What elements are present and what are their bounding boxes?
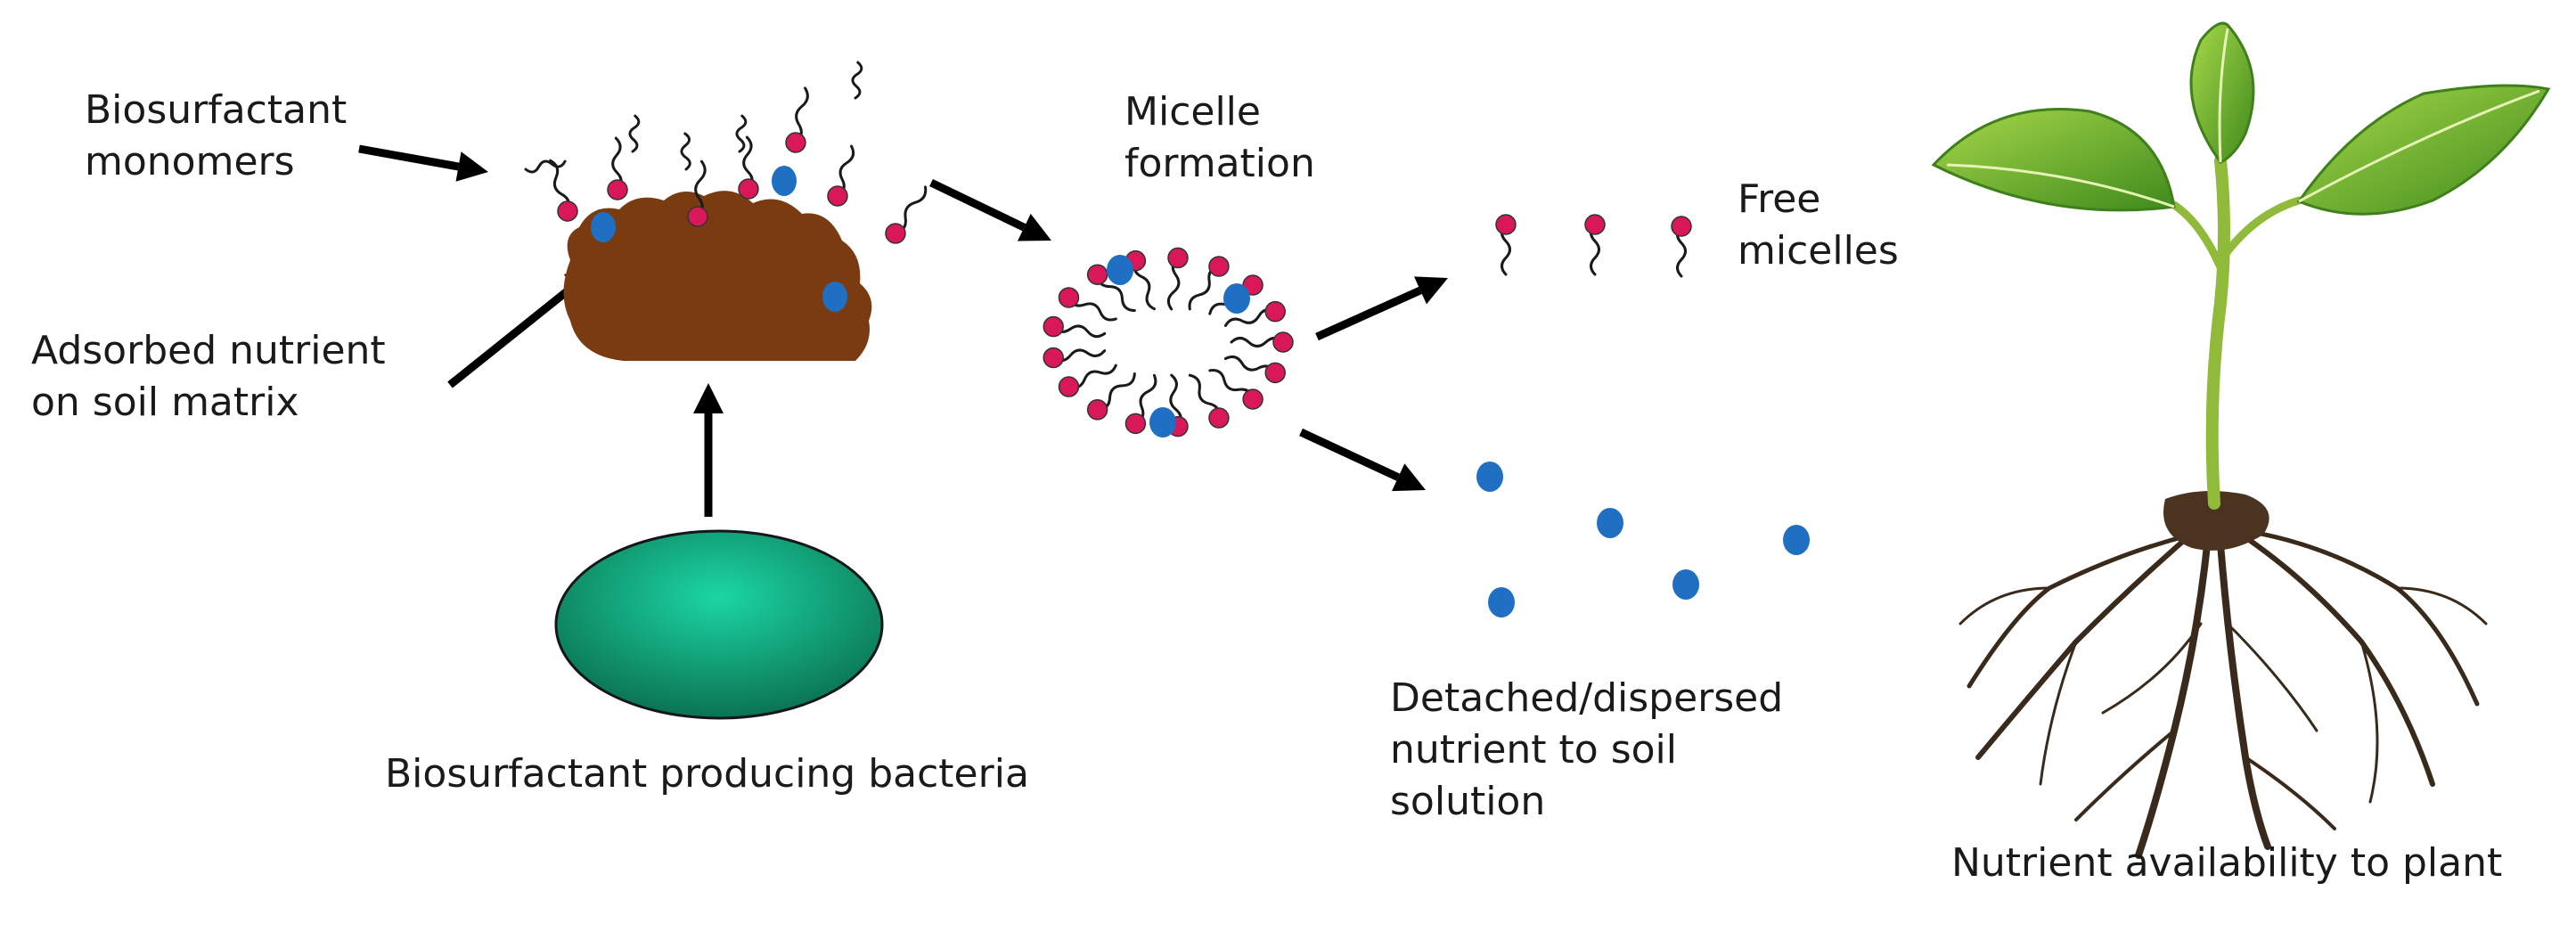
label-nutrient-availability: Nutrient availability to plant [1951, 840, 2503, 886]
root-strand [2359, 640, 2379, 804]
monomer-head [1264, 362, 1286, 384]
plant-illustration [1931, 21, 2551, 859]
leaf-vein [1946, 163, 2175, 208]
leaf-vein [2218, 28, 2229, 163]
monomer-head [1584, 214, 1606, 235]
root-strand [2395, 586, 2488, 625]
monomer-head [1208, 407, 1230, 429]
free-micelles [1495, 214, 1692, 278]
flow-arrow-head [1392, 463, 1426, 492]
nutrient-dot [1783, 525, 1810, 555]
soil-matrix [563, 191, 872, 361]
monomer-tail [524, 159, 567, 174]
root-strand [2215, 518, 2271, 850]
monomer-head [738, 178, 759, 200]
plant-leaf [1931, 108, 2176, 212]
root-base [2163, 491, 2269, 551]
nutrient-dot [822, 282, 847, 312]
plant-branch [2218, 196, 2303, 263]
monomer-head [1242, 274, 1263, 296]
flow-arrow-head [1414, 276, 1448, 305]
flow-arrow-head [455, 151, 488, 182]
nutrient-dot [1107, 255, 1133, 285]
flow-arrow-shaft [1315, 286, 1422, 341]
root-strand [2226, 622, 2318, 732]
monomer-head [1058, 287, 1080, 308]
label-micelle-formation: Micelle formation [1124, 89, 1315, 186]
root-strand [1959, 586, 2051, 625]
biosurfactant-monomers [524, 61, 928, 244]
flow-arrow-shaft [358, 144, 460, 171]
label-biosurfactant-monomers: Biosurfactant monomers [85, 87, 348, 184]
label-free-micelles: Free micelles [1738, 176, 1899, 274]
flow-arrow-head [1017, 213, 1051, 241]
monomer-head [827, 185, 848, 207]
plant-branch [2170, 200, 2225, 272]
flow-arrow-shaft [929, 178, 1026, 232]
root-strand [2244, 756, 2336, 830]
monomer-tail [680, 132, 691, 171]
monomer-head [1242, 388, 1263, 410]
monomer-head [687, 206, 708, 227]
root-strand [2101, 622, 2203, 715]
plant-stem [2205, 154, 2230, 510]
label-producing-bacteria: Biosurfactant producing bacteria [385, 751, 1029, 797]
root-strand [1975, 523, 2204, 760]
flow-arrow-shaft [447, 282, 577, 388]
dispersed-nutrients [1476, 462, 1810, 617]
monomer-head [607, 179, 628, 200]
monomer-head [1272, 331, 1294, 353]
nutrient-dot [1597, 508, 1623, 538]
label-detached-nutrient: Detached/dispersed nutrient to soil solu… [1390, 675, 1784, 824]
nutrient-dot [1672, 569, 1699, 600]
nutrient-dot [591, 212, 616, 242]
monomer-head [1086, 399, 1108, 421]
soil-particle [563, 191, 872, 361]
monomer-head [1208, 256, 1230, 277]
monomer-head [1671, 216, 1692, 237]
monomer-head [1086, 264, 1108, 285]
monomer-tail [628, 114, 641, 153]
label-adsorbed-nutrient: Adsorbed nutrient on soil matrix [31, 328, 386, 425]
root-strand [2074, 729, 2176, 822]
nutrient-dot [1488, 587, 1515, 617]
root-strand [2135, 513, 2213, 859]
monomer-head [1058, 376, 1080, 397]
flow-arrow-shaft [1299, 428, 1401, 481]
plant-leaf [2189, 21, 2255, 164]
arrows [358, 144, 1448, 517]
monomer-head [1495, 214, 1517, 235]
root-strand [2039, 640, 2078, 786]
soil-nutrients [591, 166, 847, 312]
root-strand [1967, 532, 2195, 689]
monomer-head [1167, 247, 1189, 269]
monomer-head [557, 200, 578, 222]
monomer-head [1043, 315, 1064, 338]
nutrient-dot [772, 166, 797, 196]
nutrient-dot [1476, 462, 1503, 492]
flow-arrow-head [693, 383, 724, 413]
monomer-head [785, 132, 806, 153]
bacteria-cell [554, 529, 884, 720]
monomer-head [885, 223, 906, 244]
plant-leaf [2296, 84, 2551, 216]
nutrient-dot [1149, 407, 1176, 437]
monomer-tail [851, 61, 863, 100]
monomer-tail [735, 114, 748, 153]
plant-roots [1959, 513, 2488, 859]
leaf-vein [2298, 89, 2540, 203]
monomer-head [1043, 347, 1064, 369]
micelle [1043, 247, 1294, 437]
monomer-head [1264, 300, 1286, 323]
nutrient-dot [1223, 283, 1250, 314]
monomer-head [1124, 413, 1147, 435]
